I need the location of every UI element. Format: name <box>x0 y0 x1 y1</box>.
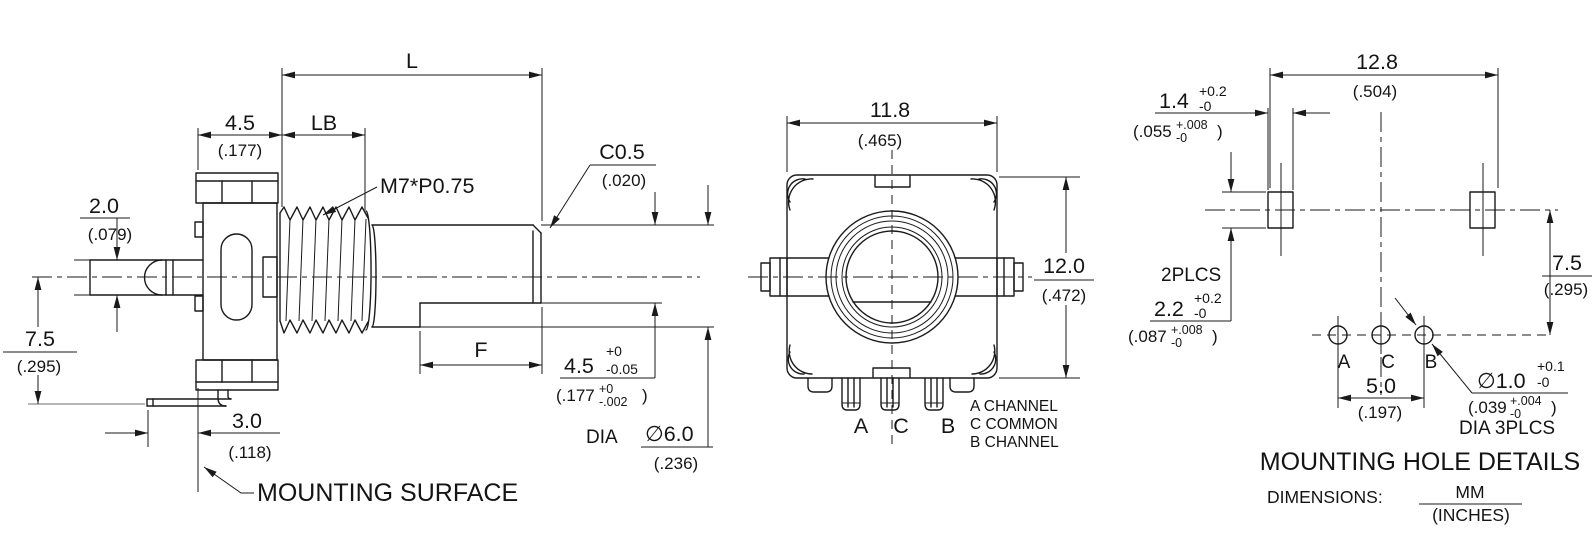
units-label: DIMENSIONS: <box>1267 487 1383 507</box>
dim-pin-height-mm: 2.0 <box>89 194 119 218</box>
hole-label-c: C <box>1381 352 1395 373</box>
dim-text-mask <box>6 327 74 375</box>
dim-center-height-inch: (.295) <box>17 357 61 376</box>
hole-label-b: B <box>1425 352 1438 373</box>
dim-body-width-mm: 4.5 <box>225 111 255 135</box>
legend-c-common: C COMMON <box>970 416 1058 433</box>
dim-slot-places: 2PLCS <box>1161 265 1221 286</box>
dim-slot-width-inch-tol-minus: -0 <box>1176 131 1187 145</box>
side-extension-lines <box>74 68 714 492</box>
threaded-bushing <box>279 206 377 334</box>
dim-front-width-inch: (.465) <box>858 131 902 150</box>
dim-flat-height-inch-tol-minus: -.002 <box>599 395 628 409</box>
dim-slot-height-inch-tol-minus: -0 <box>1171 336 1182 350</box>
encoder-body-outline <box>194 172 279 391</box>
dim-body-width-inch: (.177) <box>218 141 262 160</box>
mounting-bracket-foot <box>28 389 232 407</box>
dim-chamfer-inch: (.020) <box>602 171 646 190</box>
dim-shaft-length: L <box>406 49 418 73</box>
leader-thread-spec <box>322 186 378 216</box>
dim-front-height-inch: (.472) <box>1042 286 1086 305</box>
leader-hole-dia-lower <box>1431 343 1473 394</box>
dim-hole-dia-tol-plus: +0.1 <box>1537 358 1565 374</box>
label-thread-spec: M7*P0.75 <box>380 174 474 198</box>
dim-flat-height-inch: (.177 <box>556 386 595 405</box>
dim-shaft-dia-prefix: DIA <box>586 427 618 448</box>
view-title: MOUNTING HOLE DETAILS <box>1260 448 1580 476</box>
dim-slot-width-inch-tol-plus: +.008 <box>1176 118 1208 132</box>
dim-slot-width-tol-plus: +0.2 <box>1199 83 1227 99</box>
dim-slot-width-inch-close: ) <box>1217 122 1223 141</box>
shaft-boss-circles <box>825 210 959 344</box>
dim-center-height-mm: 7.5 <box>25 327 55 351</box>
terminal-label-b: B <box>941 414 955 438</box>
side-pin <box>89 259 204 296</box>
dim-hole-dia-mm: ∅1.0 <box>1477 369 1526 393</box>
dim-hole-dia-inch-tol-plus: +.004 <box>1510 394 1542 408</box>
dim-slot-width-inch: (.055 <box>1133 122 1172 141</box>
dim-flat-length: F <box>474 338 487 362</box>
dim-flat-height-tol-minus: -0.05 <box>606 361 638 377</box>
dim-text-mask <box>1032 253 1096 305</box>
leader-chamfer <box>549 164 591 229</box>
dim-bushing-length: LB <box>311 111 337 135</box>
side-view: L 4.5 (.177) LB M7*P0.75 C0.5 (.020) 2.0… <box>3 49 714 507</box>
dim-slot-height-inch: (.087 <box>1128 327 1167 346</box>
dim-flat-height-inch-close: ) <box>642 386 648 405</box>
bottom-terminals <box>807 377 975 411</box>
dim-flat-height-mm: 4.5 <box>564 354 594 378</box>
legend-b-channel: B CHANNEL <box>970 434 1059 451</box>
dim-hole-dia-inch-tol-minus: -0 <box>1510 407 1521 421</box>
dim-row-offset-inch: (.295) <box>1544 280 1588 299</box>
dim-slot-height-inch-tol-plus: +.008 <box>1171 323 1203 337</box>
dim-slot-width-tol-minus: -0 <box>1199 98 1212 114</box>
units-inches: (INCHES) <box>1432 505 1510 525</box>
leader-mounting-surface <box>203 466 254 494</box>
leader-hole-dia-upper <box>1394 297 1417 326</box>
mounting-slots <box>1267 163 1496 256</box>
dim-slot-height-tol-minus: -0 <box>1194 305 1207 321</box>
terminal-label-a: A <box>854 414 869 438</box>
dim-hole-dia-tol-minus: -0 <box>1537 374 1550 390</box>
mounting-hole-view: A C B 12.8 (.504) 1.4 +0.2 -0 (.055 +.00… <box>1128 50 1592 525</box>
terminal-label-c: C <box>893 414 909 438</box>
dim-flat-height-tol-plus: +0 <box>606 343 622 359</box>
dim-flat-height-inch-tol-plus: +0 <box>599 382 613 396</box>
dim-front-width-mm: 11.8 <box>870 98 910 122</box>
terminal-holes <box>1312 316 1552 354</box>
dim-slot-height-mm: 2.2 <box>1154 297 1184 321</box>
dim-pin-spacing-inch: (.197) <box>1358 403 1402 422</box>
dim-slot-height-inch-close: ) <box>1212 327 1218 346</box>
dim-row-offset-mm: 7.5 <box>1552 251 1582 275</box>
dim-foot-offset-inch: (.118) <box>228 443 271 462</box>
label-mounting-surface: MOUNTING SURFACE <box>257 479 518 507</box>
shaft <box>371 224 542 328</box>
dim-slot-height-tol-plus: +0.2 <box>1194 290 1222 306</box>
dim-hole-dia-inch: (.039 <box>1468 398 1507 417</box>
terminal-legend: A CHANNEL C COMMON B CHANNEL <box>970 398 1059 451</box>
dim-span-mm: 12.8 <box>1356 50 1398 74</box>
dim-shaft-dia-mm: ∅6.0 <box>645 422 694 446</box>
dim-pin-height-inch: (.079) <box>88 225 132 244</box>
dim-shaft-dia-inch: (.236) <box>654 454 698 473</box>
units-mm: MM <box>1455 482 1484 502</box>
hole-label-a: A <box>1338 352 1351 373</box>
dim-chamfer-mm: C0.5 <box>599 140 644 164</box>
legend-a-channel: A CHANNEL <box>970 398 1058 415</box>
dim-foot-offset-mm: 3.0 <box>232 409 262 433</box>
side-arms <box>760 257 1024 297</box>
dim-span-inch: (.504) <box>1353 82 1397 101</box>
dim-front-height-mm: 12.0 <box>1043 254 1085 278</box>
dim-slot-width-mm: 1.4 <box>1159 89 1189 113</box>
front-view: A C B A CHANNEL C COMMON B CHANNEL 11.8 … <box>748 98 1096 451</box>
dim-pin-spacing-mm: 5.0 <box>1366 374 1396 398</box>
dim-hole-dia-places: DIA 3PLCS <box>1459 418 1555 439</box>
dim-hole-dia-inch-close: ) <box>1551 398 1557 417</box>
